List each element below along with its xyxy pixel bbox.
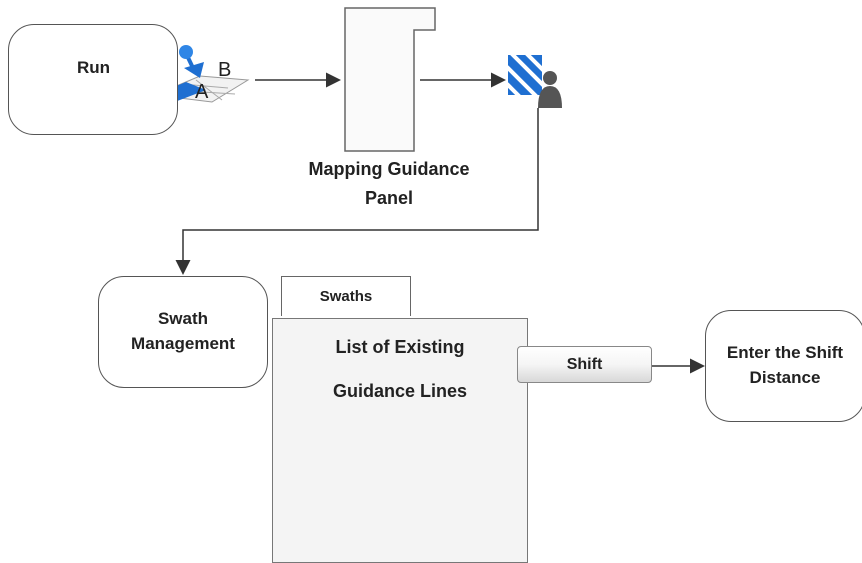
panel-label-line-2: Panel bbox=[364, 187, 414, 208]
swath-management-line-1: Swath bbox=[157, 309, 209, 329]
shift-button-label: Shift bbox=[566, 355, 603, 373]
mapping-guidance-panel-shape bbox=[344, 7, 436, 152]
list-text-line-2: Guidance Lines bbox=[332, 381, 468, 401]
enter-shift-distance-node: Enter the Shift Distance bbox=[705, 310, 862, 422]
run-node: Run bbox=[8, 24, 178, 135]
guidance-user-icon bbox=[508, 55, 562, 108]
existing-guidance-lines-list[interactable]: List of Existing Guidance Lines bbox=[272, 318, 528, 563]
run-label: Run bbox=[77, 58, 111, 78]
mapping-guidance-panel-label: Mapping Guidance Panel bbox=[280, 155, 498, 213]
swath-management-node: Swath Management bbox=[98, 276, 268, 388]
list-text-line-1: List of Existing bbox=[335, 337, 465, 357]
tab-swaths-label: Swaths bbox=[319, 288, 373, 305]
swath-management-line-2: Management bbox=[131, 334, 235, 353]
tab-swaths[interactable]: Swaths bbox=[281, 276, 411, 316]
panel-label-line-1: Mapping Guidance bbox=[308, 159, 470, 179]
enter-shift-line-1: Enter the Shift bbox=[726, 343, 844, 363]
arrow-icon-to-swath-management bbox=[175, 108, 539, 275]
shift-button[interactable]: Shift bbox=[517, 346, 652, 383]
ab-letter-b: B bbox=[218, 59, 231, 81]
enter-shift-line-2: Distance bbox=[749, 368, 821, 387]
ab-letter-a: A bbox=[195, 81, 209, 103]
